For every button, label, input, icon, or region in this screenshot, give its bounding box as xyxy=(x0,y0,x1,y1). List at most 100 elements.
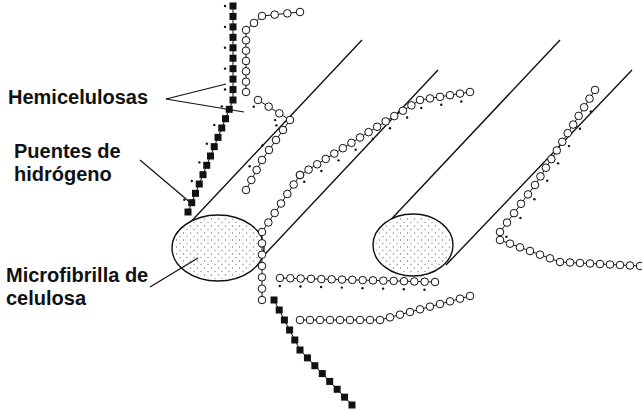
sugar-unit xyxy=(218,125,225,132)
sugar-unit xyxy=(336,316,344,324)
hydrogen-bond-dot xyxy=(213,124,215,126)
chain-backbone xyxy=(246,100,290,190)
sugar-unit xyxy=(271,209,279,217)
hydrogen-bond-dot xyxy=(320,286,322,288)
sugar-unit xyxy=(616,261,624,269)
sugar-unit xyxy=(258,262,266,270)
sugar-unit xyxy=(203,162,210,169)
sugar-unit xyxy=(456,295,464,303)
hydrogen-bond-dot xyxy=(440,103,442,105)
sugar-unit xyxy=(408,102,416,110)
sugar-unit xyxy=(296,171,304,179)
hydrogen-bond-dot xyxy=(354,148,356,150)
sugar-unit xyxy=(258,228,266,236)
sugar-unit xyxy=(446,298,454,306)
sugar-unit xyxy=(506,240,514,248)
hydrogen-bond-dot xyxy=(191,180,193,182)
sugar-unit xyxy=(496,236,504,244)
sugar-unit xyxy=(230,13,237,20)
sugar-unit xyxy=(526,247,534,255)
sugar-unit xyxy=(536,251,544,259)
sugar-unit xyxy=(341,394,348,401)
sugar-unit xyxy=(296,316,304,324)
sugar-unit xyxy=(376,316,384,324)
sugar-unit xyxy=(307,275,315,283)
sugar-unit xyxy=(346,316,354,324)
sugar-unit xyxy=(569,121,577,129)
sugar-unit xyxy=(254,96,262,104)
sugar-unit xyxy=(390,277,398,285)
hydrogen-bond-dot xyxy=(303,181,305,183)
sugar-unit xyxy=(287,274,295,282)
sugar-unit xyxy=(326,316,334,324)
sugar-unit xyxy=(396,311,404,319)
sugar-unit xyxy=(276,110,284,118)
sugar-unit xyxy=(230,34,237,41)
hydrogen-bond-dot xyxy=(460,100,462,102)
hydrogen-bond-dot xyxy=(337,159,339,161)
sugar-unit xyxy=(311,362,318,369)
sugar-unit xyxy=(553,147,561,155)
sugar-unit xyxy=(348,139,356,147)
sugar-unit xyxy=(349,276,357,284)
hydrogen-bond-dot xyxy=(224,88,226,90)
sugar-unit xyxy=(207,153,214,160)
sugar-unit xyxy=(411,278,419,286)
hydrogen-bond-dot xyxy=(505,236,507,238)
sugar-unit xyxy=(542,164,550,172)
sugar-unit xyxy=(516,244,524,252)
sugar-unit xyxy=(286,116,294,124)
hydrogen-bond-dot xyxy=(320,170,322,172)
sugar-unit xyxy=(276,274,284,282)
sugar-unit xyxy=(250,19,258,27)
sugar-unit xyxy=(258,156,266,164)
sugar-unit xyxy=(272,136,280,144)
sugar-unit xyxy=(564,129,572,137)
hydrogen-bond-dot xyxy=(224,26,226,28)
sugar-unit xyxy=(286,327,293,334)
sugar-unit xyxy=(196,181,203,188)
sugar-unit xyxy=(297,275,305,283)
sugar-unit xyxy=(416,306,424,314)
sugar-unit xyxy=(531,181,539,189)
sugar-unit xyxy=(466,88,474,96)
sugar-unit xyxy=(230,65,237,72)
sugar-unit xyxy=(281,317,288,324)
hydrogen-bond-dot xyxy=(533,198,535,200)
sugar-unit xyxy=(431,278,439,286)
hydrogen-bond-dot xyxy=(557,162,559,164)
leader-lines xyxy=(140,84,244,287)
sugar-unit xyxy=(349,402,356,409)
part-label: Puentes de hidrógeno xyxy=(14,140,139,186)
sugar-unit xyxy=(566,259,574,267)
sugar-unit xyxy=(548,155,556,163)
chain-backbone xyxy=(246,12,300,92)
sugar-unit xyxy=(503,219,511,227)
sugar-unit xyxy=(290,181,298,189)
hydrogen-bond-dot xyxy=(568,145,570,147)
sugar-unit xyxy=(258,240,266,248)
sugar-unit xyxy=(242,88,250,96)
hydrogen-bond-dot xyxy=(279,285,281,287)
sugar-unit xyxy=(265,103,273,111)
chain-backbone xyxy=(300,92,470,175)
sugar-unit xyxy=(265,146,273,154)
sugar-unit xyxy=(328,276,336,284)
sugar-unit xyxy=(339,144,347,152)
hydrogen-bond-dot xyxy=(248,165,250,167)
sugar-unit xyxy=(291,337,298,344)
hydrogen-bond-dot xyxy=(403,288,405,290)
sugar-unit xyxy=(230,97,237,104)
sugar-unit xyxy=(271,297,278,304)
sugar-unit xyxy=(258,296,266,304)
sugar-unit xyxy=(556,258,564,266)
sugar-unit xyxy=(211,143,218,150)
sugar-unit xyxy=(436,300,444,308)
sugar-unit xyxy=(319,370,326,377)
sugar-unit xyxy=(200,171,207,178)
hydrogen-bond-dot xyxy=(420,107,422,109)
sugar-unit xyxy=(242,186,250,194)
sugar-unit xyxy=(242,68,250,76)
sugar-unit xyxy=(369,277,377,285)
part-label: Microfibrilla de celulosa xyxy=(6,264,156,310)
